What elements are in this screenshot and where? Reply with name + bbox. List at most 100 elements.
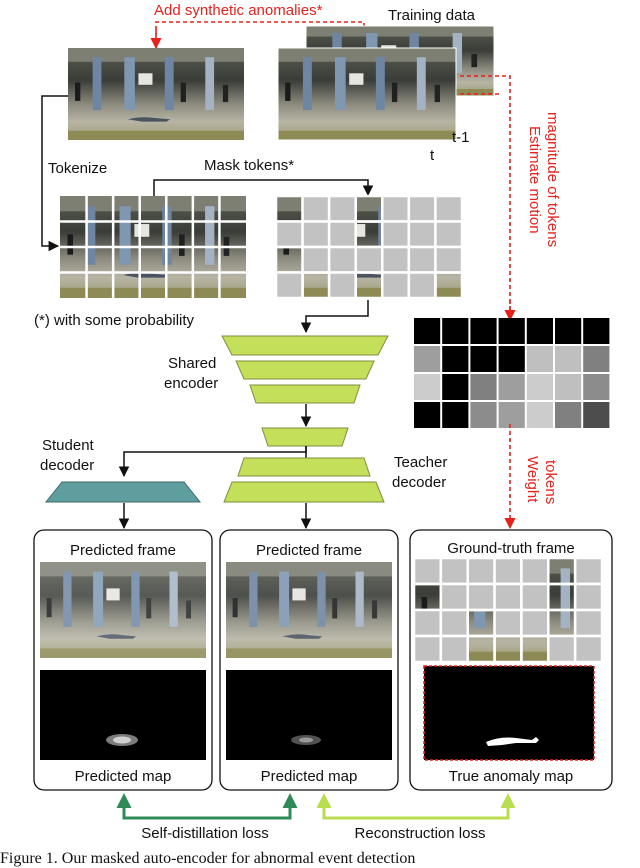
masked-token <box>381 220 411 249</box>
teacher-decoder-label-1: Teacher <box>394 454 447 471</box>
motion-token <box>555 318 582 344</box>
motion-token <box>583 402 610 428</box>
masked-token <box>573 582 604 612</box>
masked-token <box>434 245 464 274</box>
motion-token <box>498 374 525 400</box>
estimate-motion-label-1: Estimate motion <box>526 126 543 234</box>
reconstruction-loss-arrow <box>316 793 516 820</box>
motion-token <box>470 374 497 400</box>
predicted-frame-label-2: Predicted frame <box>256 542 362 559</box>
masked-token <box>274 271 304 300</box>
masked-token <box>439 556 469 586</box>
masked-token <box>381 271 411 300</box>
token-grid-lines <box>60 196 246 298</box>
mask-tokens-arrow <box>153 179 374 197</box>
student-decoder-label-2: decoder <box>40 457 94 474</box>
t-minus-1-label: t-1 <box>452 129 470 146</box>
masked-token <box>520 556 550 586</box>
motion-token <box>442 346 469 372</box>
estimate-motion-arrow <box>460 75 511 318</box>
masked-token <box>573 608 604 638</box>
input-frame <box>68 48 244 140</box>
motion-token <box>470 318 497 344</box>
masked-token <box>466 556 496 586</box>
student-predicted-map <box>40 670 206 760</box>
predicted-map-label-2: Predicted map <box>261 768 358 785</box>
tokenize-arrow <box>41 95 68 252</box>
masked-token <box>434 194 464 223</box>
shared-encoder <box>221 335 389 447</box>
masked-token <box>439 582 469 612</box>
motion-token <box>583 346 610 372</box>
self-distillation-loss-arrow <box>116 793 298 820</box>
masked-token <box>274 220 304 249</box>
motion-token <box>442 318 469 344</box>
student-decoder <box>44 481 202 503</box>
teacher-predicted-frame <box>226 562 392 658</box>
weight-tokens-label-2: tokens <box>542 460 559 504</box>
masked-token <box>547 634 577 664</box>
estimate-motion-label-2: magnitude of tokens <box>544 112 561 247</box>
masked-token <box>327 220 357 249</box>
motion-token <box>526 318 553 344</box>
teacher-decoder <box>223 457 385 503</box>
motion-token <box>555 374 582 400</box>
masked-token <box>301 194 331 223</box>
motion-token <box>498 346 525 372</box>
predicted-map-label-1: Predicted map <box>75 768 172 785</box>
masked-token <box>301 245 331 274</box>
masked-token <box>407 220 437 249</box>
motion-token <box>442 402 469 428</box>
masked-token <box>573 634 604 664</box>
motion-token <box>470 402 497 428</box>
motion-token <box>414 402 441 428</box>
reconstruction-loss-label: Reconstruction loss <box>355 825 486 842</box>
motion-magnitude-grid <box>414 318 610 428</box>
motion-token <box>526 374 553 400</box>
masked-token <box>520 582 550 612</box>
motion-token <box>498 402 525 428</box>
predicted-frame-label-1: Predicted frame <box>70 542 176 559</box>
weight-tokens-label-1: Weight <box>524 456 541 503</box>
masked-token <box>381 194 411 223</box>
motion-token <box>583 374 610 400</box>
masked-token-grid <box>274 194 464 300</box>
motion-token <box>498 318 525 344</box>
shared-encoder-label-1: Shared <box>168 355 216 372</box>
motion-token <box>414 318 441 344</box>
anomaly-silhouette <box>486 737 539 746</box>
mask-tokens-label: Mask tokens* <box>204 157 294 174</box>
masked-token <box>407 271 437 300</box>
motion-token <box>555 402 582 428</box>
student-decoder-label-1: Student <box>42 437 95 454</box>
masked-token <box>493 608 523 638</box>
masked-token <box>381 245 411 274</box>
masked-token <box>354 245 384 274</box>
masked-token <box>439 634 469 664</box>
motion-token <box>414 346 441 372</box>
masked-token <box>407 245 437 274</box>
motion-token <box>442 374 469 400</box>
teacher-decoder-label-2: decoder <box>392 474 446 491</box>
masked-token <box>301 220 331 249</box>
masked-token <box>520 608 550 638</box>
motion-token <box>526 402 553 428</box>
ground-truth-token-grid <box>412 556 604 664</box>
with-probability-label: (*) with some probability <box>34 312 195 329</box>
teacher-predicted-map <box>226 670 392 760</box>
figure-caption: Figure 1. Our masked auto-encoder for ab… <box>0 850 415 867</box>
true-anomaly-map <box>423 665 595 761</box>
shared-encoder-label-2: encoder <box>164 375 218 392</box>
student-predicted-frame <box>40 562 206 658</box>
training-data-label: Training data <box>388 7 476 24</box>
masked-to-encoder-arrow <box>300 300 369 334</box>
ground-truth-frame-label: Ground-truth frame <box>447 540 575 557</box>
masked-token <box>412 608 443 638</box>
add-anomalies-label: Add synthetic anomalies* <box>154 2 323 19</box>
masked-token <box>493 582 523 612</box>
motion-token <box>470 346 497 372</box>
visible-token <box>434 271 464 300</box>
motion-token <box>526 346 553 372</box>
masked-token <box>573 556 604 586</box>
